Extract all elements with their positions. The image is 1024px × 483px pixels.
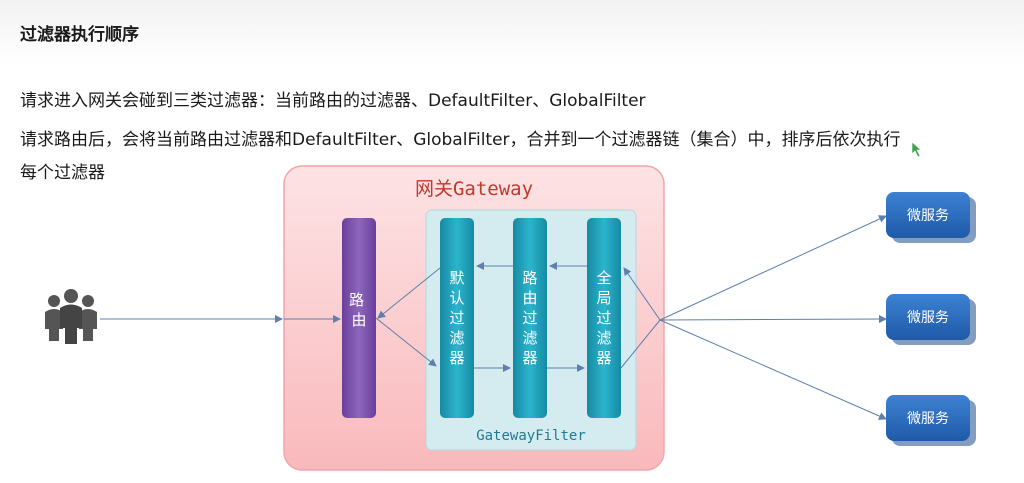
route-label-char-1: 路 [349,291,364,309]
users-group-icon [45,289,97,344]
filter-column-labels: 默认过滤器 路由过滤器 全局过滤器 [449,269,611,367]
gateway-title: 网关Gateway [415,178,533,200]
microservice-3: 微服务 [886,395,976,446]
flow-arrows [100,215,887,420]
page-title: 过滤器执行顺序 [20,25,139,45]
mouse-cursor-icon [911,141,922,158]
microservice-2: 微服务 [886,294,976,345]
microservice-1: 微服务 [886,192,976,243]
route-label-char-2: 由 [351,311,366,329]
paragraph-3: 每个过滤器 [20,163,105,183]
microservice-label: 微服务 [907,310,949,326]
route-label: 路 由 [349,291,369,329]
microservice-label: 微服务 [907,411,949,427]
header-band [0,0,1024,64]
global-filter-column [587,218,621,418]
route-column [342,218,376,418]
paragraph-1: 请求进入网关会碰到三类过滤器：当前路由的过滤器、DefaultFilter、Gl… [20,91,646,111]
default-filter-column [440,218,474,418]
gatewayfilter-label: GatewayFilter [476,428,586,444]
microservice-label: 微服务 [907,208,949,224]
global-filter-label: 全局过滤器 [596,269,611,367]
route-filter-label: 路由过滤器 [522,269,537,367]
route-filter-column [513,218,547,418]
default-filter-label: 默认过滤器 [449,269,464,367]
paragraph-2: 请求路由后，会将当前路由过滤器和DefaultFilter、GlobalFilt… [20,130,901,150]
